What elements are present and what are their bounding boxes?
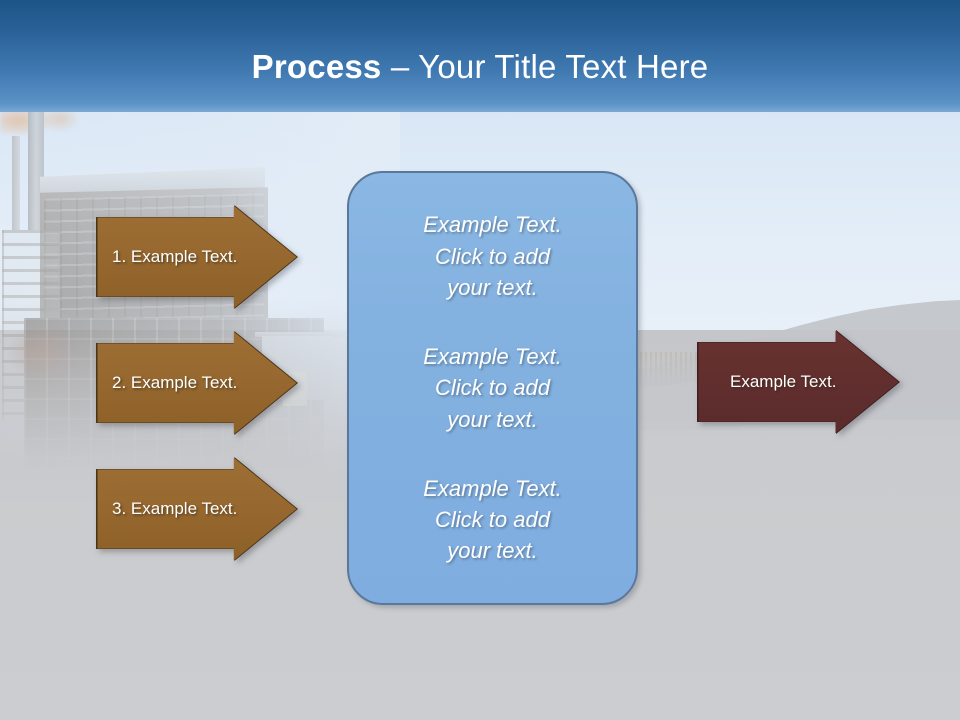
center-paragraph-1[interactable]: Example Text. Click to add your text. <box>423 212 562 300</box>
center-paragraph-2[interactable]: Example Text. Click to add your text. <box>423 344 562 432</box>
result-arrow[interactable]: Example Text. <box>697 330 900 434</box>
result-arrow-label: Example Text. <box>730 372 837 391</box>
page-title: Process – Your Title Text Here <box>0 48 960 86</box>
process-arrow-1-label: 1. Example Text. <box>112 247 238 266</box>
center-paragraph-3[interactable]: Example Text. Click to add your text. <box>423 475 562 564</box>
process-arrow-3[interactable]: 3. Example Text. <box>96 457 298 561</box>
process-arrow-1[interactable]: 1. Example Text. <box>96 205 298 309</box>
page-title-bold: Process <box>251 48 382 85</box>
title-band <box>0 0 960 112</box>
process-arrow-2-label: 2. Example Text. <box>112 373 238 392</box>
page-title-rest: – Your Title Text Here <box>381 48 709 85</box>
center-content-box[interactable]: Example Text. Click to add your text. Ex… <box>347 171 638 605</box>
process-arrow-3-label: 3. Example Text. <box>112 499 238 518</box>
process-arrow-2[interactable]: 2. Example Text. <box>96 331 298 435</box>
